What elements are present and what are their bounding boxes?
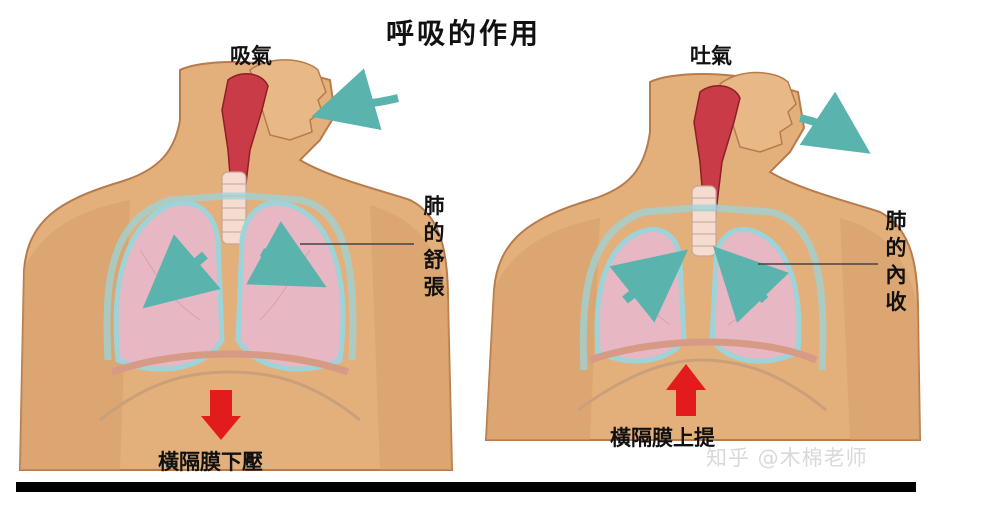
exhale-figure <box>484 71 922 441</box>
diaphragm-down-label: 橫隔膜下壓 <box>158 450 263 474</box>
lung-expansion-char-1: 肺 <box>423 194 445 218</box>
bottom-bar <box>16 482 916 492</box>
diagram-title: 呼吸的作用 <box>386 17 542 50</box>
diaphragm-up-label: 橫隔膜上提 <box>610 426 715 450</box>
lung-contraction-char-4: 收 <box>885 290 907 314</box>
lung-expansion-char-2: 的 <box>423 221 445 245</box>
lung-contraction-label: 肺 的 內 收 <box>882 208 910 316</box>
lung-contraction-char-3: 內 <box>885 263 907 287</box>
inhale-label: 吸氣 <box>230 44 272 68</box>
lung-expansion-label: 肺 的 舒 張 <box>420 193 448 301</box>
watermark: 知乎 @木棉老师 <box>706 446 868 470</box>
lung-contraction-char-1: 肺 <box>885 209 907 233</box>
inhale-figure <box>18 59 454 471</box>
lung-expansion-char-3: 舒 <box>423 248 445 272</box>
lung-expansion-char-4: 張 <box>423 275 445 299</box>
exhale-label: 吐氣 <box>690 44 732 68</box>
lung-contraction-char-2: 的 <box>885 236 907 260</box>
